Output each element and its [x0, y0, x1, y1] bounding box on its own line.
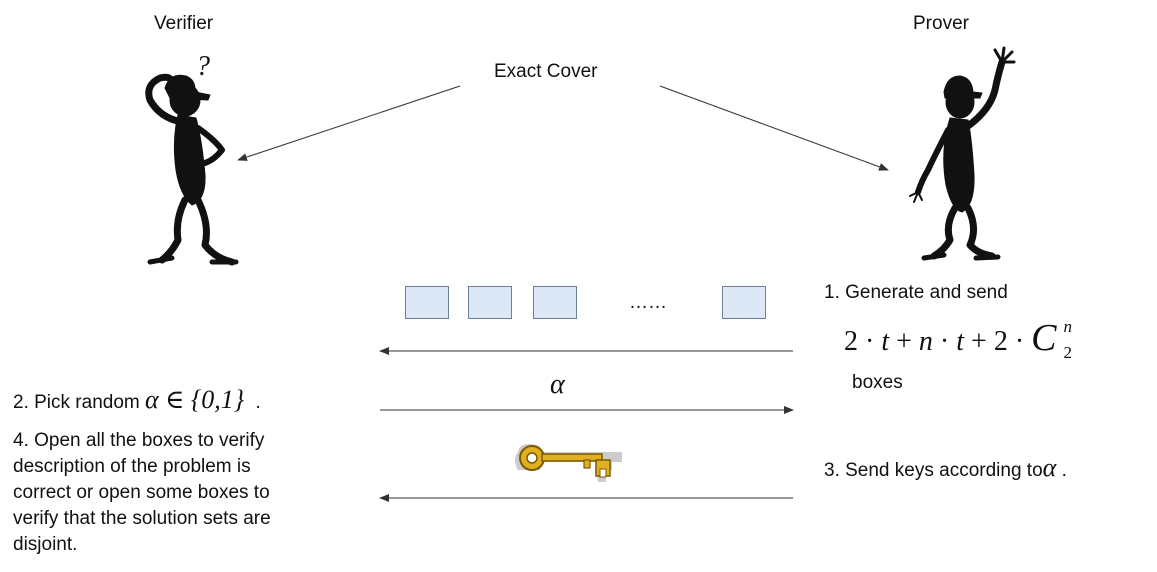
question-mark: ?: [196, 51, 210, 82]
formula-n: n: [918, 326, 933, 357]
formula-cdot3: ·: [1014, 326, 1025, 357]
step4-line: verify that the solution sets are: [13, 508, 271, 529]
prover-figure-icon: [909, 46, 1016, 261]
step3-alpha: α: [1042, 453, 1057, 482]
formula-cdot1: ·: [865, 326, 875, 357]
box-3: [533, 286, 577, 319]
formula-sup-n: n: [1063, 316, 1073, 336]
box-1: [405, 286, 449, 319]
arrow-problem-to-prover: [659, 85, 889, 171]
formula-sub-2: 2: [1063, 342, 1073, 362]
formula-t2: t: [956, 326, 965, 357]
ellipsis: ……: [629, 292, 667, 313]
step4-line: description of the problem is: [13, 456, 251, 477]
step4-text: 4. Open all the boxes to verify descript…: [13, 428, 271, 558]
formula-plus2: +: [971, 326, 987, 357]
step3-prefix: 3. Send keys according to: [824, 460, 1043, 481]
step4-line: disjoint.: [13, 534, 78, 555]
formula-cdot2: ·: [939, 326, 950, 357]
alpha-label: α: [550, 369, 565, 400]
key-icon: [515, 444, 622, 482]
formula-C: C: [1031, 317, 1057, 359]
step1-formula: 2 · t + n · t + 2 · C n 2: [844, 316, 1078, 362]
step3-text: 3. Send keys according toα .: [824, 452, 1067, 483]
step3-suffix: .: [1061, 460, 1067, 481]
arrow-problem-to-verifier: [237, 85, 461, 161]
step4-line: 4. Open all the boxes to verify: [13, 430, 265, 451]
formula-t1: t: [881, 326, 890, 357]
verifier-figure-icon: [145, 73, 239, 266]
step2-prefix: 2. Pick random: [13, 392, 140, 413]
step1-boxes-text: boxes: [852, 372, 903, 393]
box-2: [468, 286, 512, 319]
problem-label: Exact Cover: [494, 61, 598, 82]
step2-text: 2. Pick random α ∈ {0,1} .: [13, 384, 261, 415]
step2-math: α ∈ {0,1}: [145, 385, 245, 414]
step4-line: correct or open some boxes to: [13, 482, 270, 503]
prover-label: Prover: [913, 13, 969, 34]
verifier-label: Verifier: [154, 13, 214, 34]
step1-text: 1. Generate and send: [824, 282, 1008, 303]
formula-plus1: +: [896, 326, 912, 357]
formula-2b: 2: [993, 326, 1008, 357]
formula-2a: 2: [844, 326, 858, 357]
step2-suffix: .: [255, 392, 261, 413]
box-4: [722, 286, 766, 319]
